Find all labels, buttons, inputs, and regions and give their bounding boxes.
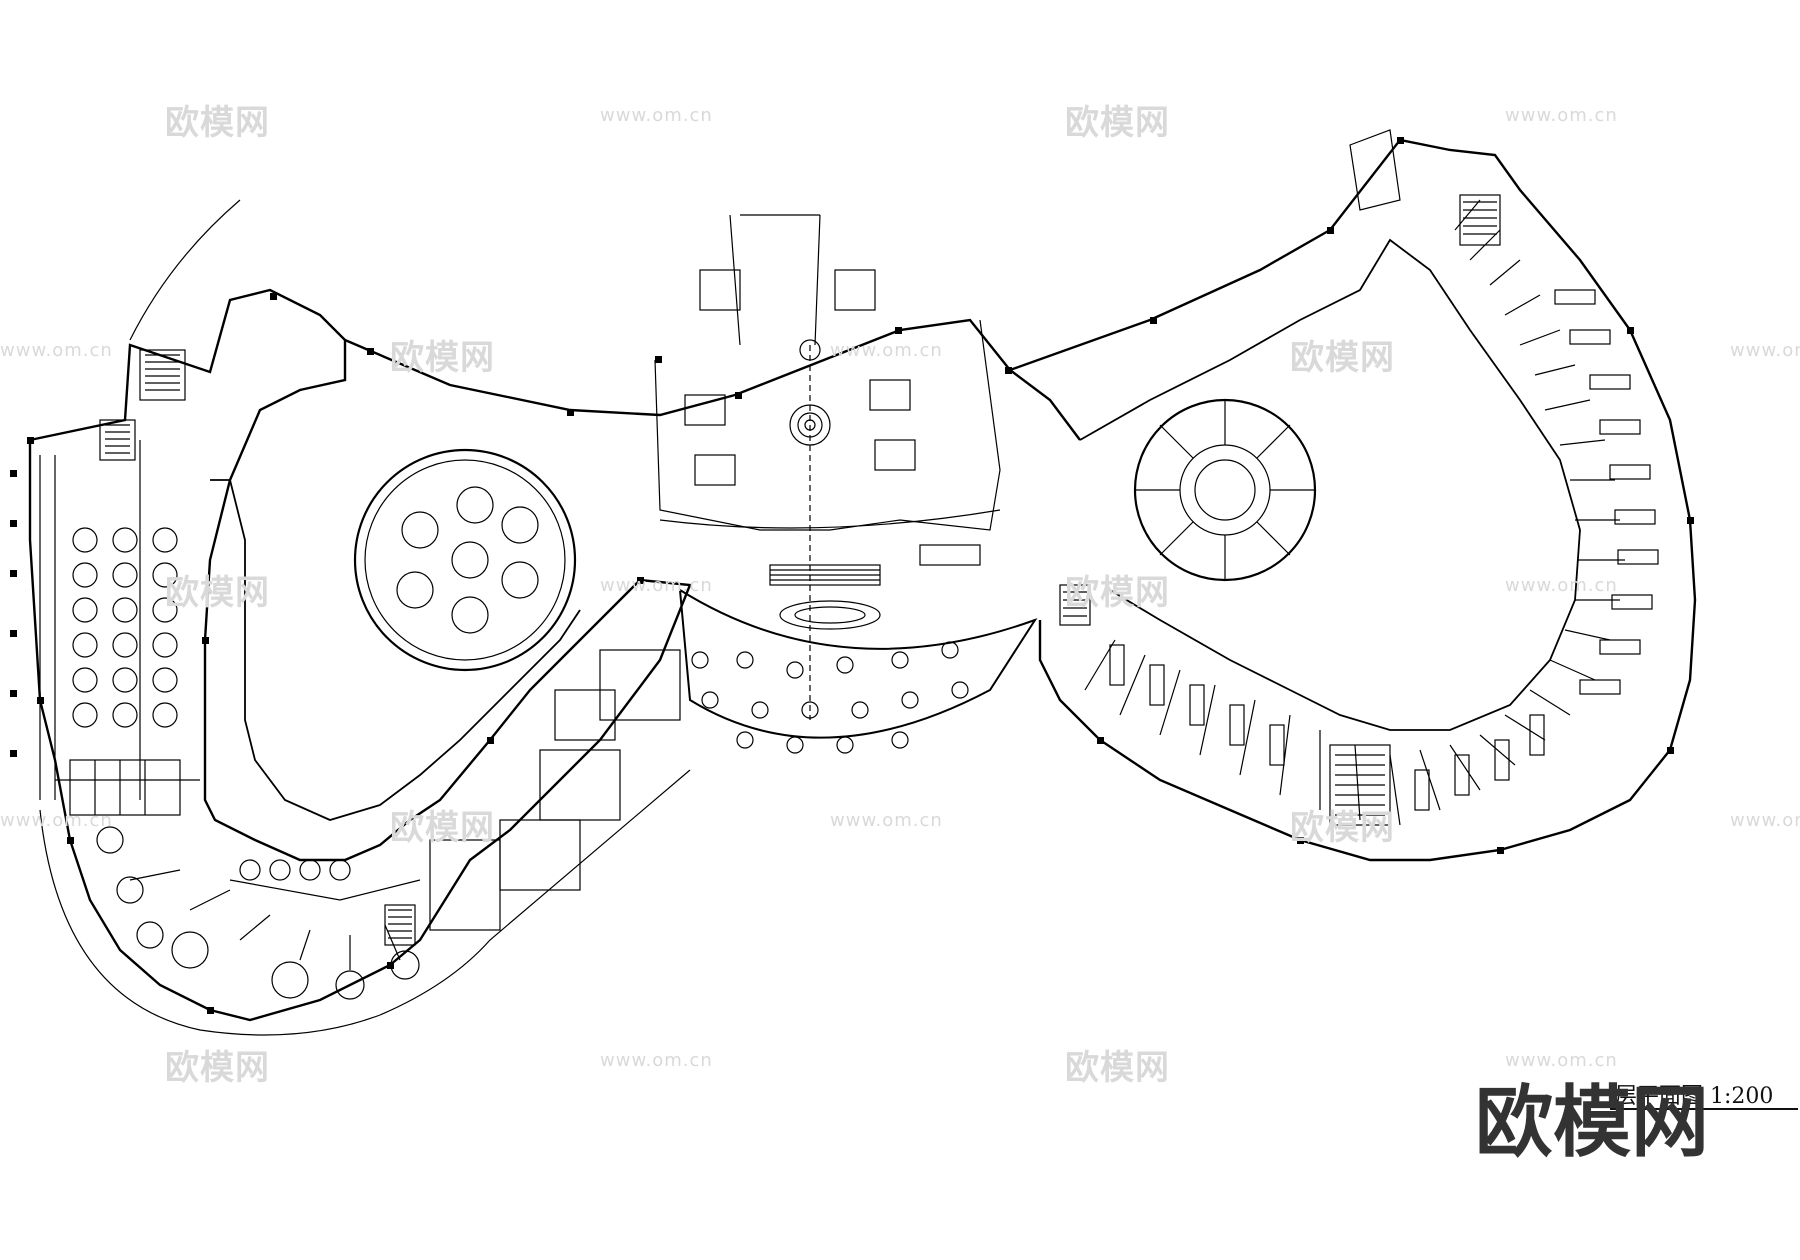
watermark-url: www.om.cn [600, 575, 713, 596]
watermark-url: www.om.cn [830, 340, 943, 361]
central-lobby [344, 214, 1081, 739]
watermark-url: www.om.cn [0, 810, 113, 831]
watermark-logo: 欧模网 [165, 1048, 270, 1088]
watermark-logo: 欧模网 [1065, 103, 1170, 143]
watermark-url: www.om.cn [0, 340, 113, 361]
watermark-url: www.om.cn [1730, 340, 1800, 361]
title-underline [1610, 1108, 1798, 1110]
watermark-logo: 欧模网 [165, 573, 270, 613]
watermark-logo: 欧模网 [1290, 338, 1395, 378]
right-wing [1009, 129, 1697, 862]
drawing-title: 层平面图 1:200 [1615, 1084, 1774, 1109]
watermark-logo: 欧模网 [1290, 808, 1395, 848]
watermark-url: www.om.cn [1730, 810, 1800, 831]
watermark-logo: 欧模网 [165, 103, 270, 143]
left-wing [28, 199, 692, 1036]
watermark-url: www.om.cn [600, 1050, 713, 1071]
banquet-tables [72, 527, 420, 1000]
lounge-seating [691, 641, 969, 754]
watermark-logo: 欧模网 [390, 338, 495, 378]
site-logo: 欧模网 [1475, 1078, 1710, 1168]
watermark-url: www.om.cn [1505, 575, 1618, 596]
watermark-url: www.om.cn [1505, 1050, 1618, 1071]
watermark-url: www.om.cn [600, 105, 713, 126]
watermark-logo: 欧模网 [390, 808, 495, 848]
round-banquet-room [353, 448, 577, 672]
watermark-url: www.om.cn [1505, 105, 1618, 126]
watermark-url: www.om.cn [830, 810, 943, 831]
structural-columns [10, 137, 1694, 1014]
watermark-logo: 欧模网 [1065, 1048, 1170, 1088]
watermark-logo: 欧模网 [1065, 573, 1170, 613]
